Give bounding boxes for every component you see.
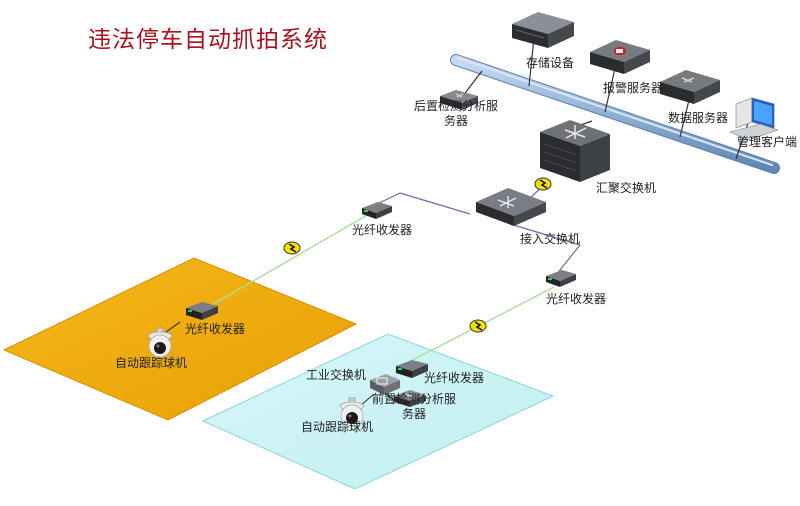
ptz-camera-icon bbox=[147, 327, 173, 358]
alarm-server-icon bbox=[590, 40, 650, 74]
storage-label: 存储设备 bbox=[526, 56, 575, 70]
left-zone-link bbox=[165, 321, 181, 333]
alarm-server-label: 报警服务器 bbox=[603, 81, 664, 95]
rear-server-label: 后置检测分析服务器 bbox=[413, 99, 498, 128]
ptz-left-label: 自动跟踪球机 bbox=[115, 356, 188, 370]
fiber-transceiver-icon bbox=[362, 202, 392, 219]
front-analysis-server-icon bbox=[394, 390, 426, 407]
storage-device-icon bbox=[512, 12, 574, 48]
data-server-label: 数据服务器 bbox=[668, 111, 729, 125]
lightning-arrester-icon bbox=[283, 241, 301, 255]
access-switch-icon bbox=[476, 188, 546, 226]
data-server-icon bbox=[660, 70, 720, 104]
fiber-left-zone-label: 光纤收发器 bbox=[185, 322, 246, 336]
diagram-title: 违法停车自动抓拍系统 bbox=[88, 27, 328, 53]
ptz-camera-icon bbox=[339, 397, 365, 428]
aggregation-switch-icon bbox=[540, 120, 610, 182]
zone-orange bbox=[2, 257, 358, 421]
lightning-arrester-icon bbox=[469, 319, 487, 333]
zone-blue bbox=[201, 333, 555, 490]
computer-icon bbox=[729, 97, 779, 141]
rear-analysis-server-icon bbox=[440, 90, 478, 110]
fiber-transceiver-icon bbox=[396, 360, 428, 378]
industrial-switch-label: 工业交换机 bbox=[306, 368, 367, 382]
access-switch-label: 接入交换机 bbox=[520, 232, 581, 246]
fiber-right-label: 光纤收发器 bbox=[546, 292, 607, 306]
fiber-transceiver-icon bbox=[546, 270, 576, 287]
fiber-top-label: 光纤收发器 bbox=[352, 223, 413, 237]
industrial-switch-icon bbox=[370, 374, 400, 395]
ptz-right-label: 自动跟踪球机 bbox=[301, 420, 374, 434]
agg-switch-label: 汇聚交换机 bbox=[596, 181, 657, 195]
lightning-arrester-icon bbox=[534, 177, 552, 191]
backbone-bus bbox=[450, 54, 780, 174]
fiber-blue-zone-label: 光纤收发器 bbox=[424, 371, 485, 385]
fiber-transceiver-icon bbox=[186, 302, 218, 320]
mgmt-client-label: 管理客户端 bbox=[737, 135, 798, 149]
front-server-label: 前置检测分析服务器 bbox=[372, 392, 457, 421]
